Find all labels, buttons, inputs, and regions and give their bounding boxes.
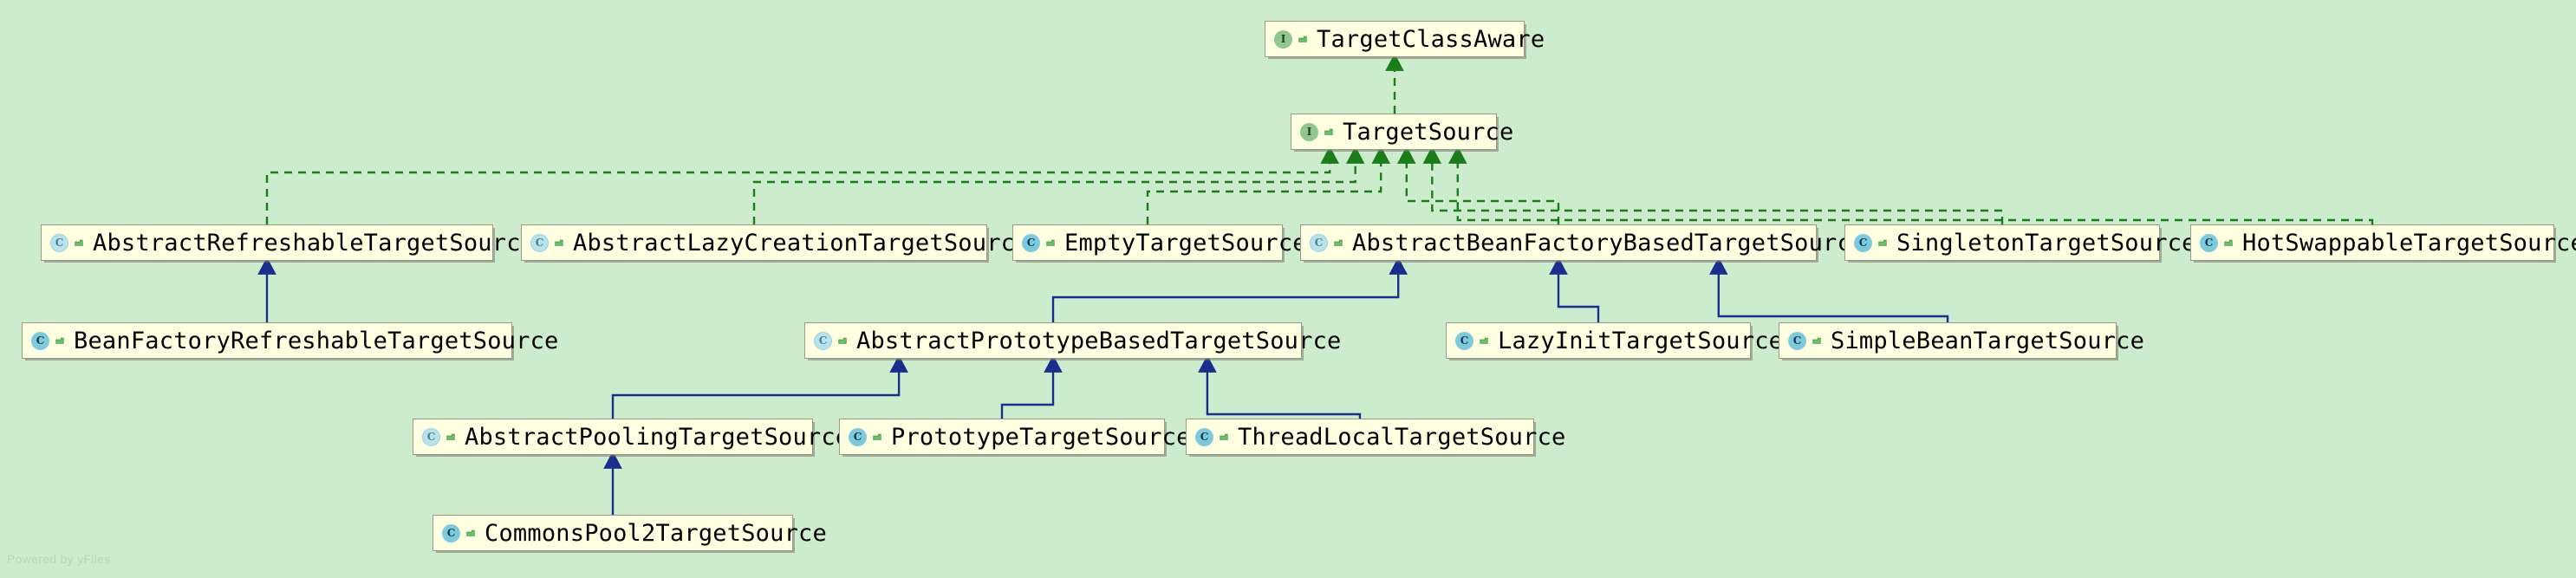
realization-edge-AbstractRefreshableTargetSource-to-TargetSource — [265, 146, 1339, 224]
realization-edge-SingletonTargetSource-to-TargetSource — [1422, 146, 2004, 224]
abstract-class-icon: C — [1310, 233, 1328, 252]
class-node-BeanFactoryRefreshableTargetSource[interactable]: C BeanFactoryRefreshableTargetSource — [22, 322, 558, 359]
public-visibility-icon — [552, 237, 565, 250]
class-icon: C — [2200, 233, 2218, 252]
yfiles-watermark: Powered by yFiles — [7, 552, 111, 566]
interface-icon: I — [1274, 29, 1292, 49]
node-icons: C — [530, 233, 565, 252]
public-visibility-icon — [72, 237, 85, 250]
public-visibility-icon — [444, 431, 457, 444]
class-node-label: BeanFactoryRefreshableTargetSource — [74, 327, 559, 354]
generalization-edge-PrototypeTargetSource-to-AbstractPrototypeBasedTargetSource — [1000, 354, 1063, 419]
class-icon: C — [1455, 331, 1473, 350]
node-icons: C — [1310, 233, 1344, 252]
node-icons: C — [1195, 427, 1230, 446]
class-icon: C — [849, 427, 867, 446]
realization-edge-AbstractLazyCreationTargetSource-to-TargetSource — [752, 146, 1365, 224]
public-visibility-icon — [1331, 237, 1344, 250]
class-node-AbstractPrototypeBasedTargetSource[interactable]: C AbstractPrototypeBasedTargetSource — [804, 322, 1341, 359]
node-icons: C — [442, 523, 477, 542]
class-node-AbstractLazyCreationTargetSource[interactable]: C AbstractLazyCreationTargetSource — [521, 224, 1029, 261]
abstract-class-icon: C — [814, 331, 832, 350]
generalization-edges — [257, 257, 1949, 515]
class-node-SingletonTargetSource[interactable]: C SingletonTargetSource — [1844, 224, 2195, 261]
class-node-label: LazyInitTargetSource — [1498, 327, 1784, 354]
generalization-edge-AbstractPoolingTargetSource-to-AbstractPrototypeBasedTargetSource — [611, 354, 908, 419]
generalization-edge-ThreadLocalTargetSource-to-AbstractPrototypeBasedTargetSource — [1198, 354, 1362, 419]
node-icons: C — [1854, 233, 1889, 252]
class-node-label: SingletonTargetSource — [1896, 229, 2196, 257]
generalization-edge-LazyInitTargetSource-to-AbstractBeanFactoryBasedTargetSource — [1549, 257, 1600, 322]
node-icons: C — [814, 331, 849, 350]
class-node-ThreadLocalTargetSource[interactable]: C ThreadLocalTargetSource — [1186, 419, 1565, 455]
realization-edges — [265, 53, 2374, 224]
abstract-class-icon: C — [50, 233, 68, 252]
class-icon: C — [31, 331, 49, 350]
class-node-label: PrototypeTargetSource — [891, 423, 1191, 451]
class-node-AbstractRefreshableTargetSource[interactable]: C AbstractRefreshableTargetSource — [41, 224, 535, 261]
node-icons: C — [849, 427, 883, 446]
class-node-HotSwappableTargetSource[interactable]: C HotSwappableTargetSource — [2190, 224, 2576, 261]
generalization-edge-SimpleBeanTargetSource-to-AbstractBeanFactoryBasedTargetSource — [1709, 257, 1949, 322]
generalization-edge-AbstractPrototypeBasedTargetSource-to-AbstractBeanFactoryBasedTargetSource — [1051, 257, 1408, 322]
realization-edge-AbstractBeanFactoryBasedTargetSource-to-TargetSource — [1397, 146, 1560, 224]
class-node-label: ThreadLocalTargetSource — [1238, 423, 1566, 451]
class-node-label: EmptyTargetSource — [1064, 229, 1307, 257]
class-node-label: TargetClassAware — [1317, 25, 1545, 53]
public-visibility-icon — [1296, 33, 1309, 46]
realization-edge-HotSwappableTargetSource-to-TargetSource — [1448, 146, 2374, 224]
class-icon: C — [1195, 427, 1213, 446]
node-icons: C — [31, 331, 66, 350]
class-node-PrototypeTargetSource[interactable]: C PrototypeTargetSource — [839, 419, 1190, 455]
class-node-label: AbstractPoolingTargetSource — [465, 423, 850, 451]
class-node-label: HotSwappableTargetSource — [2242, 229, 2576, 257]
class-node-SimpleBeanTargetSource[interactable]: C SimpleBeanTargetSource — [1779, 322, 2144, 359]
class-icon: C — [1788, 331, 1806, 350]
node-icons: I — [1300, 122, 1335, 141]
class-node-AbstractPoolingTargetSource[interactable]: C AbstractPoolingTargetSource — [413, 419, 849, 455]
public-visibility-icon — [464, 527, 477, 540]
class-node-label: SimpleBeanTargetSource — [1831, 327, 2145, 354]
class-node-label: AbstractBeanFactoryBasedTargetSource — [1352, 229, 1866, 257]
class-node-TargetSource[interactable]: I TargetSource — [1291, 114, 1513, 150]
class-node-AbstractBeanFactoryBasedTargetSource[interactable]: C AbstractBeanFactoryBasedTargetSource — [1300, 224, 1865, 261]
public-visibility-icon — [1322, 126, 1335, 139]
public-visibility-icon — [870, 431, 883, 444]
public-visibility-icon — [1810, 334, 1823, 347]
interface-icon: I — [1300, 122, 1318, 141]
abstract-class-icon: C — [422, 427, 440, 446]
class-node-label: CommonsPool2TargetSource — [485, 519, 827, 547]
class-node-LazyInitTargetSource[interactable]: C LazyInitTargetSource — [1446, 322, 1783, 359]
public-visibility-icon — [1217, 431, 1230, 444]
node-icons: C — [2200, 233, 2234, 252]
node-icons: C — [1022, 233, 1057, 252]
class-node-TargetClassAware[interactable]: I TargetClassAware — [1265, 21, 1545, 57]
class-node-label: AbstractPrototypeBasedTargetSource — [856, 327, 1342, 354]
node-icons: C — [1455, 331, 1490, 350]
realization-edge-EmptyTargetSource-to-TargetSource — [1146, 146, 1390, 224]
abstract-class-icon: C — [530, 233, 549, 252]
node-icons: C — [422, 427, 457, 446]
class-node-label: AbstractRefreshableTargetSource — [93, 229, 536, 257]
public-visibility-icon — [1044, 237, 1057, 250]
class-node-CommonsPool2TargetSource[interactable]: C CommonsPool2TargetSource — [433, 515, 827, 551]
class-node-label: AbstractLazyCreationTargetSource — [573, 229, 1030, 257]
public-visibility-icon — [1477, 334, 1490, 347]
class-icon: C — [1854, 233, 1872, 252]
public-visibility-icon — [2221, 237, 2234, 250]
node-icons: C — [1788, 331, 1823, 350]
node-icons: I — [1274, 29, 1309, 49]
class-node-EmptyTargetSource[interactable]: C EmptyTargetSource — [1012, 224, 1307, 261]
class-icon: C — [442, 523, 460, 542]
class-icon: C — [1022, 233, 1040, 252]
public-visibility-icon — [53, 334, 66, 347]
class-node-label: TargetSource — [1343, 118, 1514, 146]
public-visibility-icon — [1876, 237, 1889, 250]
public-visibility-icon — [836, 334, 849, 347]
node-icons: C — [50, 233, 85, 252]
